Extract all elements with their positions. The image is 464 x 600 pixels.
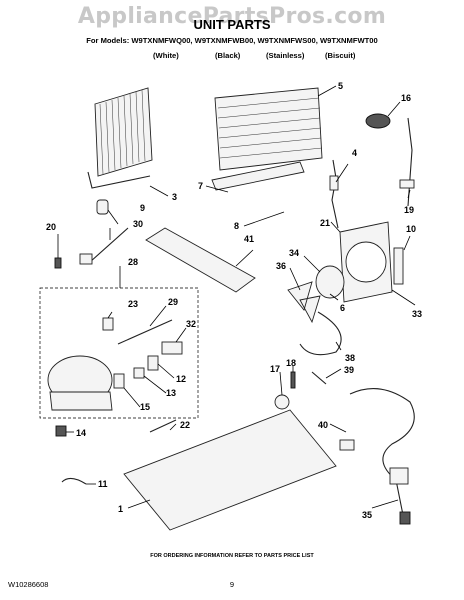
tubing-38 <box>299 311 342 356</box>
callout-28: 28 <box>128 257 138 267</box>
grommet-9 <box>96 199 109 215</box>
callout-7: 7 <box>198 181 203 191</box>
color-black: (Black) <box>215 51 241 60</box>
ordering-info: FOR ORDERING INFORMATION REFER TO PARTS … <box>150 553 314 559</box>
callout-32: 32 <box>186 319 196 329</box>
connector-19 <box>399 179 415 189</box>
drain-pan-41 <box>145 227 256 293</box>
callout-21: 21 <box>320 218 330 228</box>
callout-34: 34 <box>289 248 299 258</box>
callout-15: 15 <box>140 402 150 412</box>
callout-29: 29 <box>168 297 178 307</box>
page-number: 9 <box>229 580 235 589</box>
screw-20 <box>54 257 62 269</box>
callout-13: 13 <box>166 388 176 398</box>
wire-22 <box>149 419 177 433</box>
callout-9: 9 <box>140 203 145 213</box>
capacitor-29 <box>117 319 173 345</box>
doc-number: W10286608 <box>8 580 49 589</box>
callout-33: 33 <box>412 309 422 319</box>
wire-harness-35 <box>339 388 415 525</box>
callout-numbers: 3 5 16 4 7 8 19 21 10 33 34 36 6 41 9 30… <box>46 81 422 520</box>
callout-22: 22 <box>180 420 190 430</box>
callout-16: 16 <box>401 93 411 103</box>
callout-30: 30 <box>133 219 143 229</box>
callout-11: 11 <box>98 479 108 489</box>
callout-35: 35 <box>362 510 372 520</box>
callout-3: 3 <box>172 192 177 202</box>
callout-38: 38 <box>345 353 355 363</box>
callout-12: 12 <box>176 374 186 384</box>
callout-39: 39 <box>344 365 354 375</box>
callout-17: 17 <box>270 364 280 374</box>
bracket-10 <box>393 247 404 285</box>
color-stainless: (Stainless) <box>266 51 305 60</box>
color-biscuit: (Biscuit) <box>325 51 356 60</box>
heater-16 <box>365 113 413 207</box>
callout-18: 18 <box>286 358 296 368</box>
callout-23: 23 <box>128 299 138 309</box>
clip-13 <box>133 367 145 379</box>
callout-5: 5 <box>338 81 343 91</box>
callout-14: 14 <box>76 428 86 438</box>
watermark: AppliancePartsPros.com <box>77 4 387 29</box>
base-plate-1 <box>123 409 337 531</box>
wire-30 <box>89 227 129 263</box>
fan-blade-36 <box>287 281 321 324</box>
callout-19: 19 <box>404 205 414 215</box>
callout-20: 20 <box>46 222 56 232</box>
color-white: (White) <box>153 51 179 60</box>
page-title: UNIT PARTS <box>193 17 271 32</box>
callout-10: 10 <box>406 224 416 234</box>
screw-18 <box>290 371 296 389</box>
tube-39 <box>311 371 327 385</box>
grommet-14 <box>55 425 67 437</box>
evaporator <box>211 87 323 191</box>
plug-30 <box>79 253 93 265</box>
condenser-coil <box>87 87 153 189</box>
clip-12 <box>147 355 159 371</box>
relay-23 <box>102 317 114 331</box>
callout-41: 41 <box>244 234 254 244</box>
thermostat-4 <box>329 159 339 229</box>
compressor-kit-box <box>39 287 199 419</box>
callout-40: 40 <box>318 420 328 430</box>
clip-15 <box>113 373 125 389</box>
leader-lines <box>57 85 416 509</box>
connector-32 <box>161 341 183 355</box>
callout-6: 6 <box>340 303 345 313</box>
washer-17 <box>274 394 290 410</box>
callout-4: 4 <box>352 148 357 158</box>
callout-8: 8 <box>234 221 239 231</box>
compressor <box>47 355 113 411</box>
clip-11 <box>61 477 87 485</box>
fan-motor-34 <box>315 265 345 299</box>
models-line: For Models: W9TXNMFWQ00, W9TXNMFWB00, W9… <box>86 36 378 45</box>
callout-36: 36 <box>276 261 286 271</box>
callout-1: 1 <box>118 504 123 514</box>
